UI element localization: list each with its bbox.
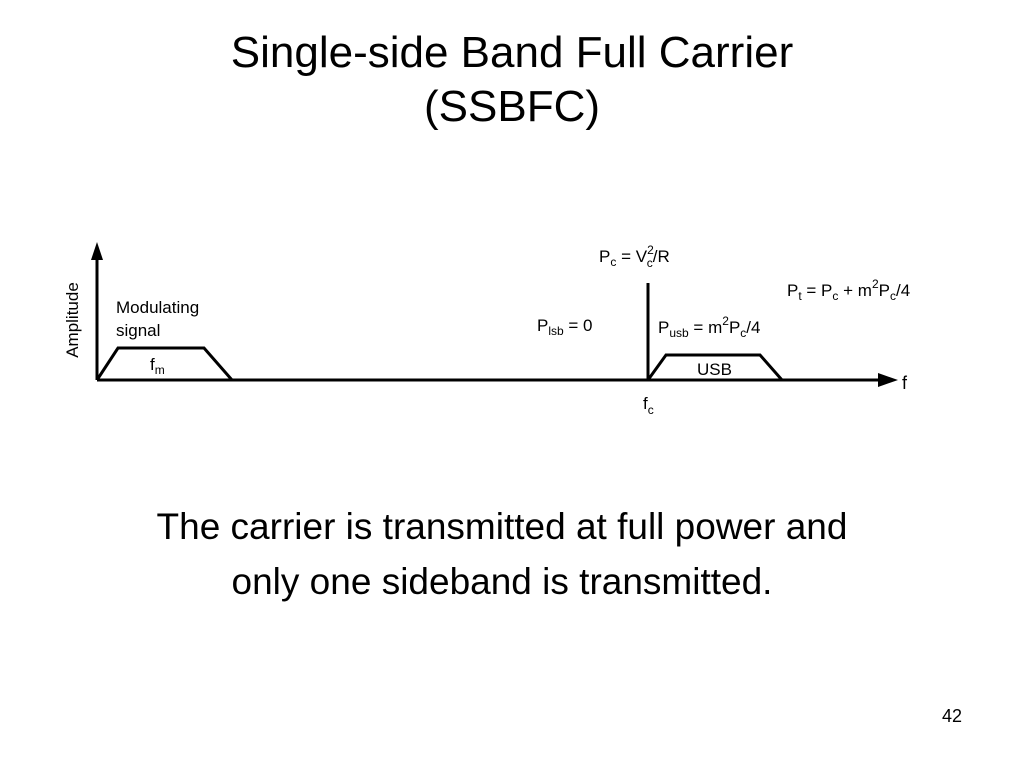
frequency-axis-label: f	[902, 373, 908, 393]
fc-label: fc	[643, 394, 654, 417]
slide-title: Single-side Band Full Carrier (SSBFC)	[0, 26, 1024, 134]
usb-power-formula: Pusb = m2Pc/4	[658, 314, 760, 340]
frequency-axis-arrowhead	[878, 373, 898, 387]
slide-caption: The carrier is transmitted at full power…	[156, 506, 848, 602]
modulating-label-line-2: signal	[116, 321, 160, 340]
slide-number: 42	[941, 706, 962, 726]
total-power-formula: Pt = Pc + m2Pc/4	[787, 277, 910, 303]
lsb-power-formula: Plsb = 0	[537, 316, 593, 338]
title-line-1: Single-side Band Full Carrier	[230, 28, 794, 77]
fm-label: fm	[150, 355, 165, 377]
amplitude-axis-arrowhead	[91, 242, 103, 260]
amplitude-axis-label: Amplitude	[63, 282, 82, 358]
modulating-label-line-1: Modulating	[116, 298, 199, 317]
modulating-signal-spectrum	[95, 346, 234, 381]
usb-spectrum	[646, 353, 784, 381]
usb-label: USB	[697, 360, 732, 379]
title-line-2: (SSBFC)	[424, 82, 600, 131]
